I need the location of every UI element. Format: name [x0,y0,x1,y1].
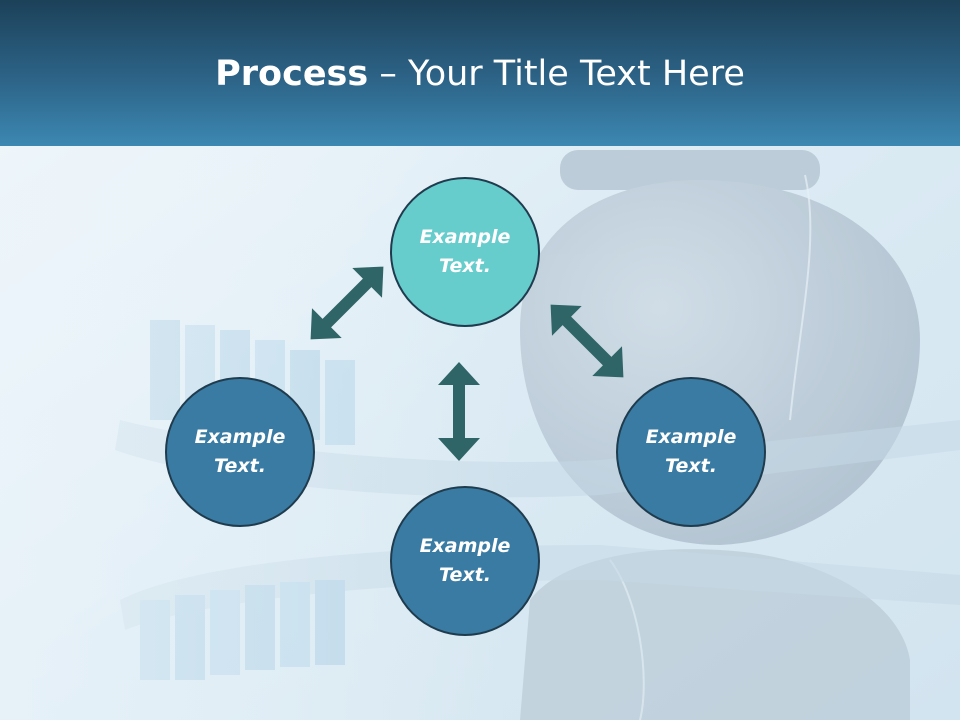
process-node-top: Example Text. [390,177,540,327]
diagonal-double-arrow-right-icon [550,304,624,378]
title-bar [0,0,960,146]
process-node-left: Example Text. [165,377,315,527]
title-rest-part: – Your Title Text Here [368,54,745,94]
node-top-text: Example Text. [410,223,520,281]
node-bottom-line1: Example [419,535,511,557]
node-bottom-text: Example Text. [410,532,520,590]
node-right-text: Example Text. [636,423,746,481]
process-node-bottom: Example Text. [390,486,540,636]
diagonal-double-arrow-left-icon [310,266,384,340]
title-bold-part: Process [215,54,369,94]
node-left-text: Example Text. [185,423,295,481]
node-top-line2: Text. [439,255,491,277]
node-right-line2: Text. [665,455,717,477]
slide-title: Process – Your Title Text Here [0,52,960,96]
node-left-line2: Text. [214,455,266,477]
vertical-double-arrow-icon [438,362,480,461]
node-right-line1: Example [645,426,737,448]
node-top-line1: Example [419,226,511,248]
node-left-line1: Example [194,426,286,448]
process-node-right: Example Text. [616,377,766,527]
node-bottom-line2: Text. [439,564,491,586]
